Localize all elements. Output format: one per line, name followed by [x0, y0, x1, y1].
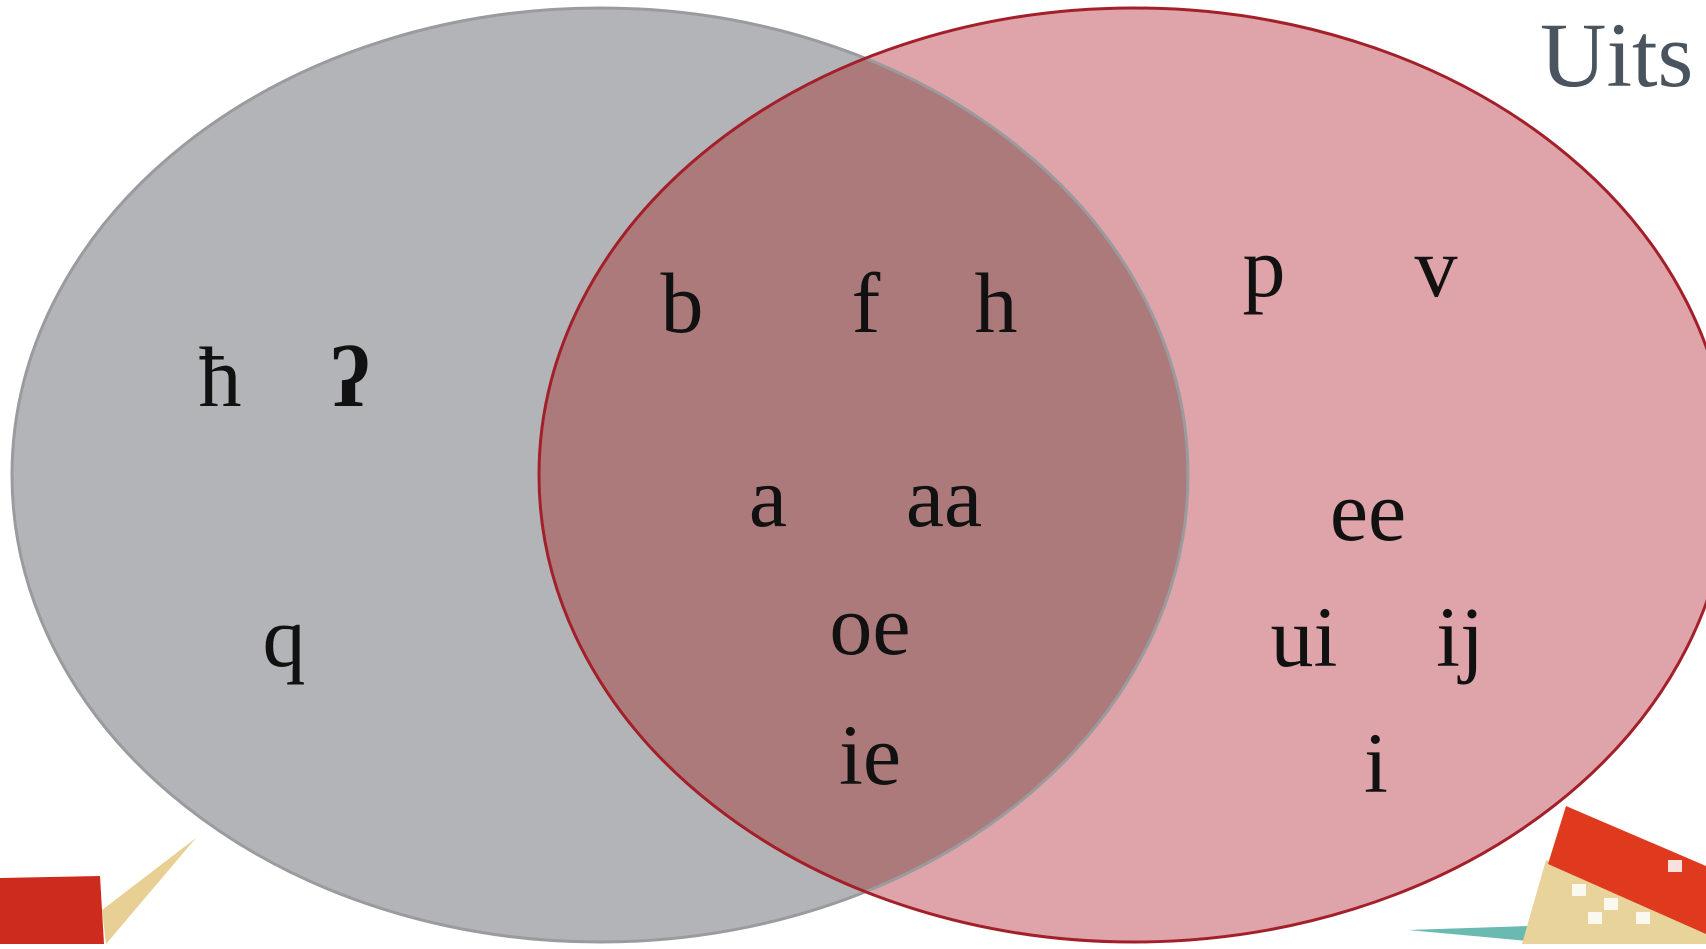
intersection-item: a — [749, 449, 787, 545]
right-set-item: ee — [1330, 463, 1406, 559]
tile-square — [1668, 860, 1682, 872]
tile-square — [1604, 898, 1618, 910]
right-set-item: i — [1364, 715, 1388, 811]
left-set-item: ʔ — [331, 329, 369, 425]
tile-square — [1588, 912, 1602, 924]
left-set-item: q — [263, 589, 306, 685]
right-set-item: v — [1415, 219, 1458, 315]
beige-wedge-decoration — [102, 838, 196, 944]
intersection-item: ie — [839, 707, 901, 803]
right-set-item: p — [1243, 219, 1286, 315]
left-set-outline — [10, 6, 1190, 944]
intersection-item: aa — [906, 449, 982, 545]
right-set-outline — [537, 6, 1706, 944]
intersection-item: oe — [829, 577, 910, 673]
left-set-item: ħ — [199, 329, 242, 425]
tile-squares-decoration — [1572, 860, 1682, 924]
red-roof-decoration — [1548, 806, 1706, 934]
overlap-region — [539, 8, 1188, 942]
slide-title: Uits — [1540, 4, 1693, 106]
tile-square — [1572, 884, 1586, 896]
right-set-item: ui — [1271, 589, 1338, 685]
intersection-item: b — [661, 255, 704, 351]
intersection-item: h — [975, 255, 1018, 351]
red-block-decoration — [0, 876, 104, 944]
tile-square — [1636, 912, 1650, 924]
intersection-item: f — [852, 255, 881, 351]
right-set-item: ij — [1436, 589, 1484, 685]
